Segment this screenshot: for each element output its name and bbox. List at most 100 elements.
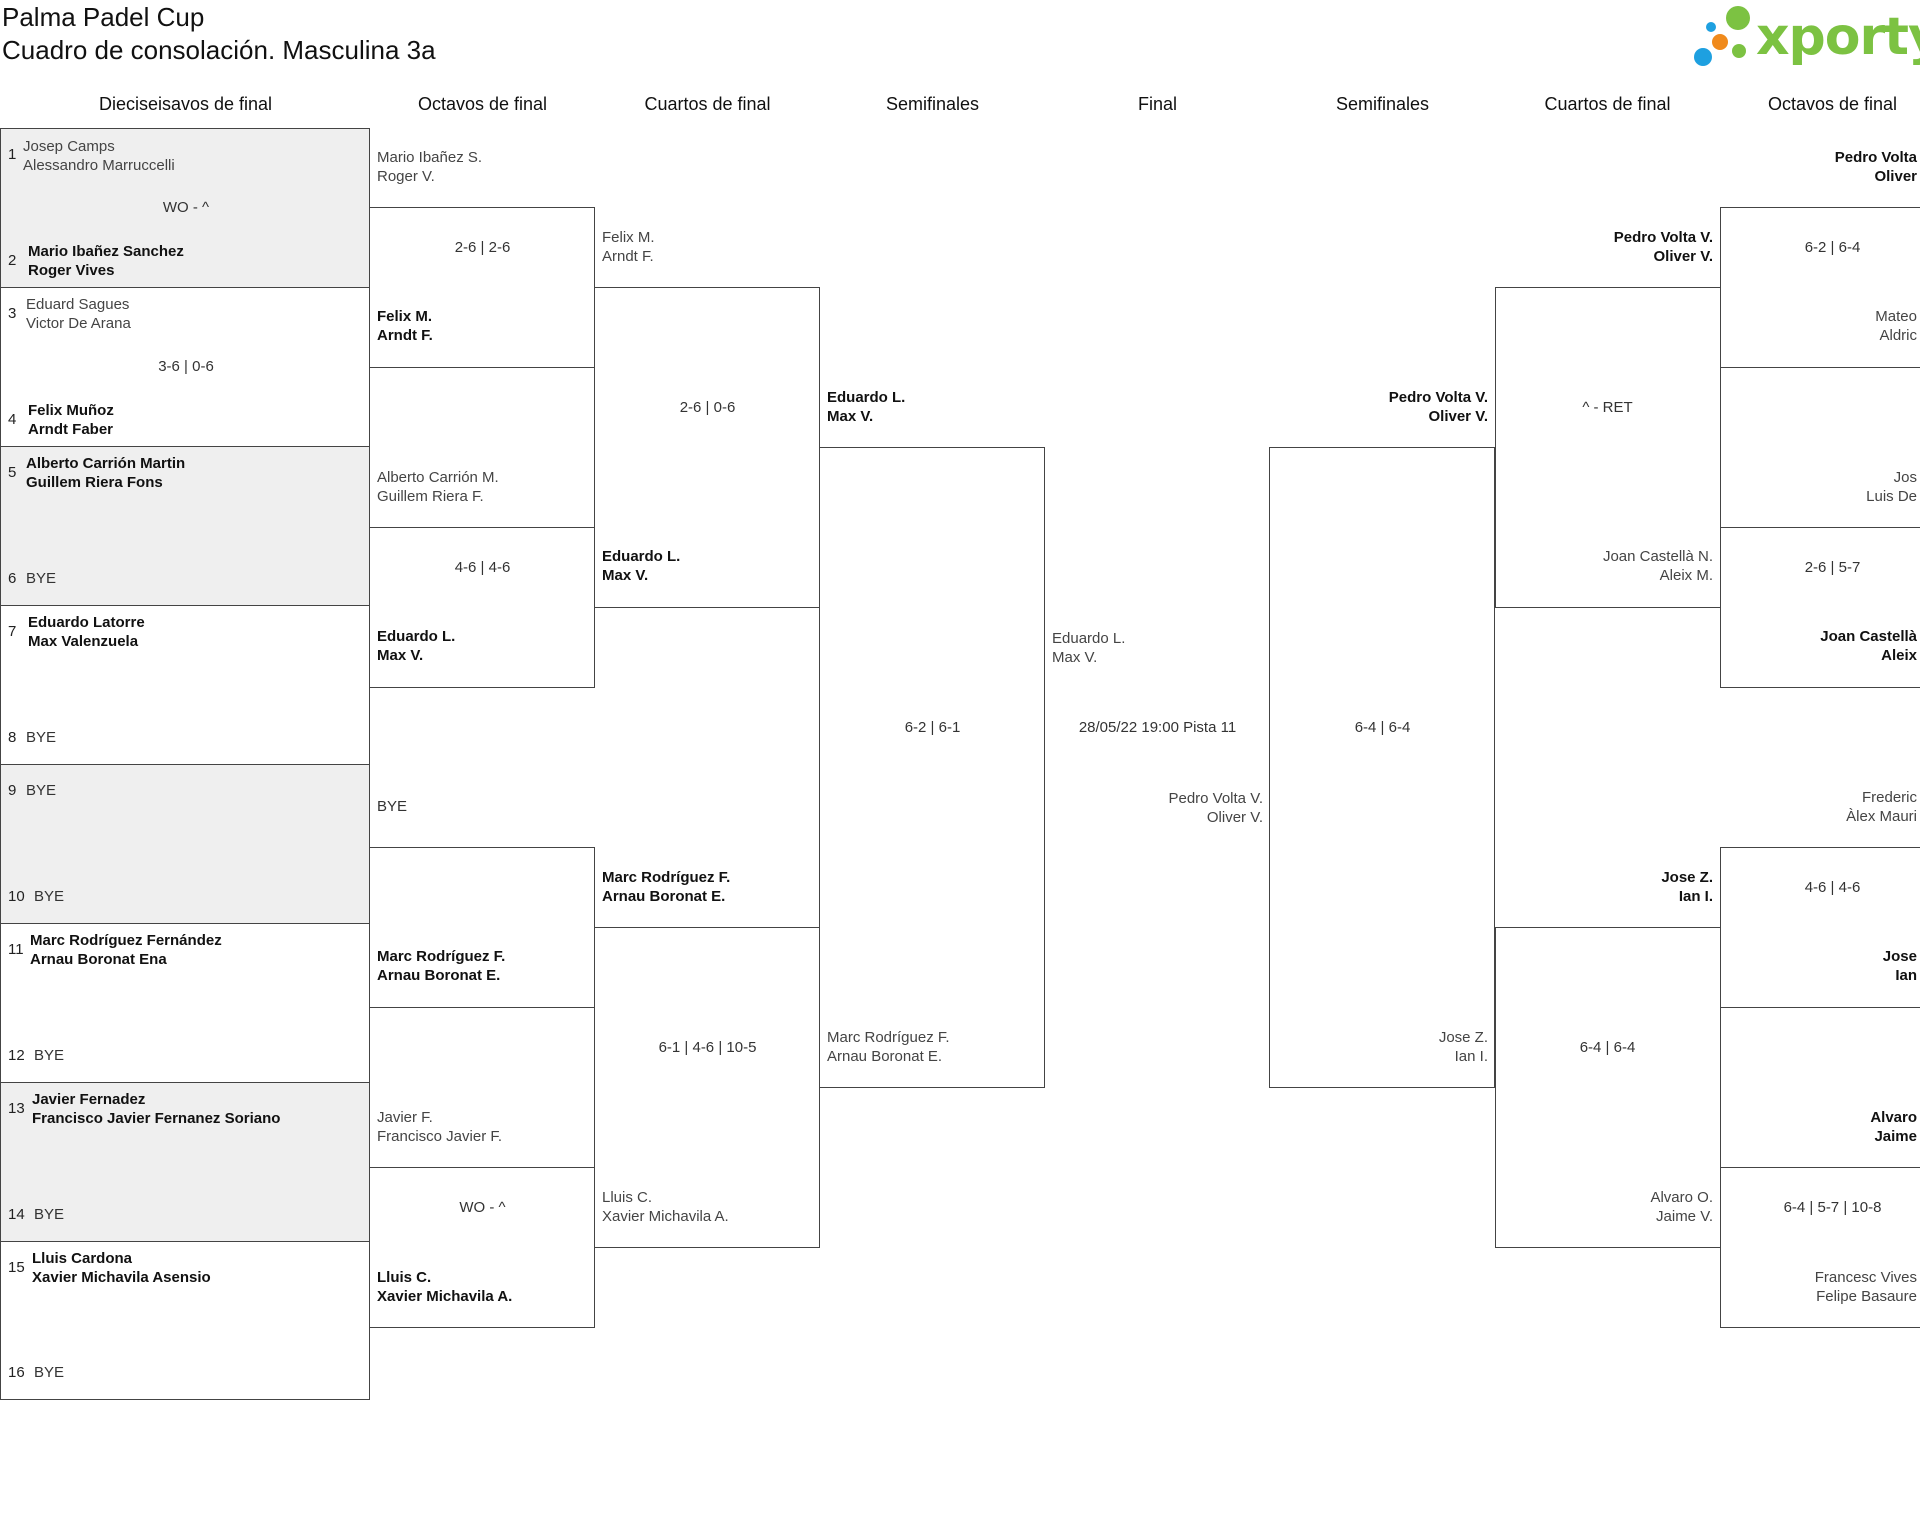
round-header-r32: Dieciseisavos de final bbox=[98, 94, 273, 114]
logo-dot-blue bbox=[1694, 48, 1712, 66]
bye-label: BYE bbox=[34, 1364, 65, 1381]
draw-subtitle: Cuadro de consolación. Masculina 3a bbox=[2, 35, 436, 65]
match-score: 2-6 | 2-6 bbox=[454, 239, 511, 256]
match-box-r16-7[interactable] bbox=[1720, 847, 1920, 1008]
round-header-r16: Octavos de final bbox=[417, 94, 548, 114]
match-score: ^ - RET bbox=[1582, 399, 1633, 416]
match-box-sf-2[interactable] bbox=[1269, 447, 1495, 1088]
seed-number: 5 bbox=[8, 464, 17, 481]
match-score: 4-6 | 4-6 bbox=[1804, 879, 1861, 896]
seed-number: 16 bbox=[8, 1364, 25, 1381]
team-sf-2b: Jose Z.Ian I. bbox=[1438, 1029, 1488, 1065]
match-box-r32-5[interactable]: 9 BYE 10 BYE bbox=[0, 764, 370, 924]
seed-number: 15 bbox=[8, 1259, 25, 1276]
team-qf-1a: Felix M.Arndt F. bbox=[602, 229, 655, 265]
team-qf-1b-winner: Eduardo L.Max V. bbox=[602, 548, 681, 584]
team-qf-3a-winner: Pedro Volta V.Oliver V. bbox=[1613, 229, 1713, 265]
match-score: 4-6 | 4-6 bbox=[454, 559, 511, 576]
bye-label: BYE bbox=[377, 798, 408, 815]
match-score: 6-4 | 6-4 bbox=[1579, 1039, 1636, 1056]
seed-number: 1 bbox=[8, 146, 17, 163]
team-sf-2a-winner: Pedro Volta V.Oliver V. bbox=[1388, 389, 1488, 425]
team-qf-3b: Joan Castellà N.Aleix M. bbox=[1602, 548, 1713, 584]
seed-number: 10 bbox=[8, 888, 25, 905]
match-score: WO - ^ bbox=[162, 199, 210, 216]
round-header-final: Final bbox=[1137, 94, 1177, 114]
bye-label: BYE bbox=[34, 888, 65, 905]
match-box-r16-6[interactable] bbox=[1720, 527, 1920, 688]
team-r16-4b-winner: Lluis C.Xavier Michavila A. bbox=[377, 1269, 513, 1305]
team-final-a: Eduardo L.Max V. bbox=[1052, 630, 1126, 666]
bye-label: BYE bbox=[26, 570, 57, 587]
team-r16-4a: Javier F.Francisco Javier F. bbox=[377, 1109, 503, 1145]
round-header-qf: Cuartos de final bbox=[644, 94, 771, 114]
team-qf-2b: Lluis C.Xavier Michavila A. bbox=[602, 1189, 729, 1225]
team-qf-4b: Alvaro O.Jaime V. bbox=[1650, 1189, 1713, 1225]
match-score: 2-6 | 5-7 bbox=[1804, 559, 1861, 576]
team-r16-1b-winner: Felix M.Arndt F. bbox=[377, 308, 433, 344]
match-score: 6-4 | 5-7 | 10-8 bbox=[1783, 1199, 1882, 1216]
bye-label: BYE bbox=[26, 782, 57, 799]
match-box-qf-3[interactable] bbox=[1495, 287, 1721, 608]
team-qf-4a-winner: Jose Z.Ian I. bbox=[1661, 869, 1713, 905]
seed-number: 3 bbox=[8, 305, 17, 322]
seed-number: 7 bbox=[8, 623, 17, 640]
team-r16-3b-winner: Marc Rodríguez F.Arnau Boronat E. bbox=[377, 948, 506, 984]
round-header-sf-right: Semifinales bbox=[1335, 94, 1430, 114]
team-sf-1a-winner: Eduardo L.Max V. bbox=[827, 389, 906, 425]
seed-number: 8 bbox=[8, 729, 17, 746]
tournament-title: Palma Padel Cup bbox=[2, 2, 205, 32]
seed-number: 12 bbox=[8, 1047, 25, 1064]
match-score: 2-6 | 0-6 bbox=[679, 399, 736, 416]
match-score: 6-1 | 4-6 | 10-5 bbox=[658, 1039, 757, 1056]
match-box-sf-1[interactable] bbox=[819, 447, 1045, 1088]
bye-label: BYE bbox=[34, 1206, 65, 1223]
match-box-r16-5[interactable] bbox=[1720, 207, 1920, 368]
team-r16-2b-winner: Eduardo L.Max V. bbox=[377, 628, 456, 664]
xporty-logo[interactable]: xporty bbox=[1690, 4, 1920, 68]
team-sf-1b: Marc Rodríguez F.Arnau Boronat E. bbox=[827, 1029, 950, 1065]
seed-number: 4 bbox=[8, 411, 17, 428]
match-score: 6-2 | 6-4 bbox=[1804, 239, 1861, 256]
seed-number: 6 bbox=[8, 570, 17, 587]
seed-number: 9 bbox=[8, 782, 17, 799]
match-box-r16-8[interactable] bbox=[1720, 1167, 1920, 1328]
team-r16-1a: Mario Ibañez S.Roger V. bbox=[377, 149, 483, 185]
round-header-qf-right: Cuartos de final bbox=[1544, 94, 1671, 114]
match-score: 3-6 | 0-6 bbox=[158, 358, 214, 375]
seed-number: 13 bbox=[8, 1100, 25, 1117]
final-schedule: 28/05/22 19:00 Pista 11 bbox=[1078, 719, 1237, 736]
logo-wordmark: xporty bbox=[1756, 7, 1920, 67]
seed-number: 11 bbox=[8, 941, 24, 958]
seed-number: 2 bbox=[8, 252, 17, 269]
match-box-qf-4[interactable] bbox=[1495, 927, 1721, 1248]
team-qf-2a-winner: Marc Rodríguez F.Arnau Boronat E. bbox=[602, 869, 731, 905]
seed-number: 14 bbox=[8, 1206, 25, 1223]
match-score: 6-4 | 6-4 bbox=[1354, 719, 1411, 736]
round-header-r16-right: Octavos de final bbox=[1767, 94, 1898, 114]
match-score: 6-2 | 6-1 bbox=[904, 719, 961, 736]
team-r16-2a: Alberto Carrión M.Guillem Riera F. bbox=[377, 469, 499, 505]
